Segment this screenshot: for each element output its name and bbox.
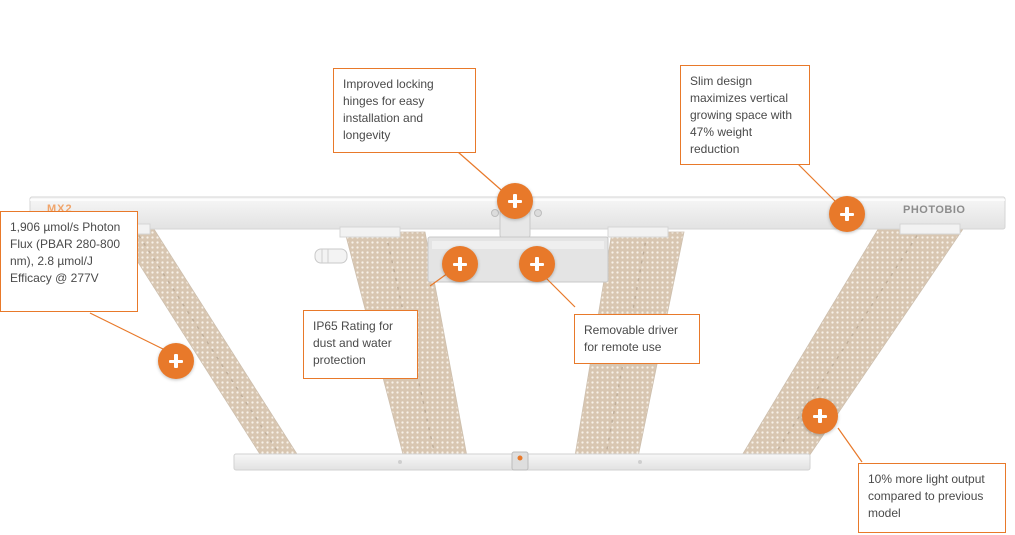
brand-logo: PHOTOBIO [903, 204, 966, 216]
callout-slim-design: Slim design maximizes vertical growing s… [680, 65, 810, 165]
hotspot-photon-flux-plus-icon[interactable] [158, 343, 194, 379]
callout-photon-flux: 1,906 µmol/s Photon Flux (PBAR 280-800 n… [0, 211, 138, 312]
callout-ip65: IP65 Rating for dust and water protectio… [303, 310, 418, 379]
hotspot-light-output-plus-icon[interactable] [802, 398, 838, 434]
hotspot-hinges-plus-icon[interactable] [497, 183, 533, 219]
hotspot-ip65-plus-icon[interactable] [442, 246, 478, 282]
led-bar-4 [737, 225, 966, 463]
hotspot-driver-plus-icon[interactable] [519, 246, 555, 282]
callout-driver: Removable driver for remote use [574, 314, 700, 364]
callout-hinges: Improved locking hinges for easy install… [333, 68, 476, 153]
hotspot-slim-design-plus-icon[interactable] [829, 196, 865, 232]
callout-light-output: 10% more light output compared to previo… [858, 463, 1006, 533]
